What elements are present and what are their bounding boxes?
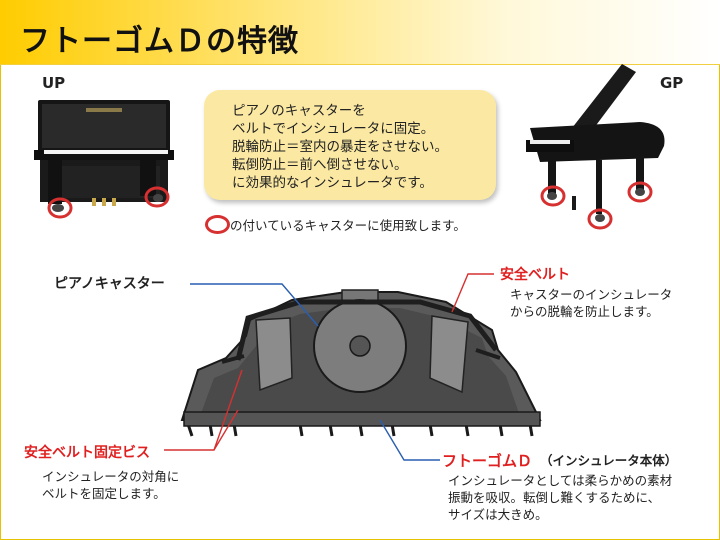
insulator-cross-section (180, 289, 542, 437)
note-line-2: ベルトでインシュレータに固定。 (232, 121, 435, 137)
grand-caster-ring-left (540, 185, 566, 207)
safety-belt-label: 安全ベルト (500, 267, 570, 283)
grand-piano-image (526, 64, 665, 222)
feature-note-box (204, 90, 496, 200)
note-line-3: 脱輪防止＝室内の暴走をさせない。 (232, 139, 448, 155)
product-sublabel: （インシュレータ本体） (540, 453, 678, 468)
upright-caster-ring-right (144, 186, 170, 208)
belt-screw-leader-line (164, 369, 243, 451)
belt-screw-desc-2: ベルトを固定します。 (42, 486, 166, 501)
safety-belt-desc-1: キャスターのインシュレータ (510, 287, 673, 302)
legend-text: の付いているキャスターに使用致します。 (230, 218, 466, 233)
product-desc-2: 振動を吸収。転倒し難くするために、 (448, 490, 661, 505)
upright-caster-ring-left (47, 197, 73, 219)
caster-leader-line (190, 283, 319, 327)
upright-piano-image (34, 100, 174, 212)
grand-caster-ring-front (587, 208, 613, 230)
product-desc-1: インシュレータとしては柔らかめの素材 (448, 473, 673, 488)
note-line-5: に効果的なインシュレータです。 (232, 175, 433, 191)
title-bar: フトーゴムＤの特徴 (0, 0, 720, 65)
product-label: フトーゴムＤ (442, 452, 533, 470)
belt-screw-desc-1: インシュレータの対角に (42, 469, 180, 484)
page-title: フトーゴムＤの特徴 (20, 24, 299, 59)
note-line-1: ピアノのキャスターを (232, 103, 366, 119)
safety-belt-leader-line (451, 273, 494, 313)
belt-screw-label: 安全ベルト固定ビス (24, 445, 150, 461)
up-label: UP (42, 74, 66, 92)
product-desc-3: サイズは大きめ。 (448, 507, 548, 522)
legend-ring-icon (205, 215, 230, 234)
product-leader-line (379, 419, 440, 461)
grand-caster-ring-right (627, 181, 653, 203)
gp-label: GP (660, 74, 684, 92)
note-line-4: 転倒防止＝前へ倒させない。 (232, 157, 408, 173)
safety-belt-desc-2: からの脱輪を防止します。 (510, 304, 659, 319)
piano-caster-label: ピアノキャスター (54, 276, 165, 292)
